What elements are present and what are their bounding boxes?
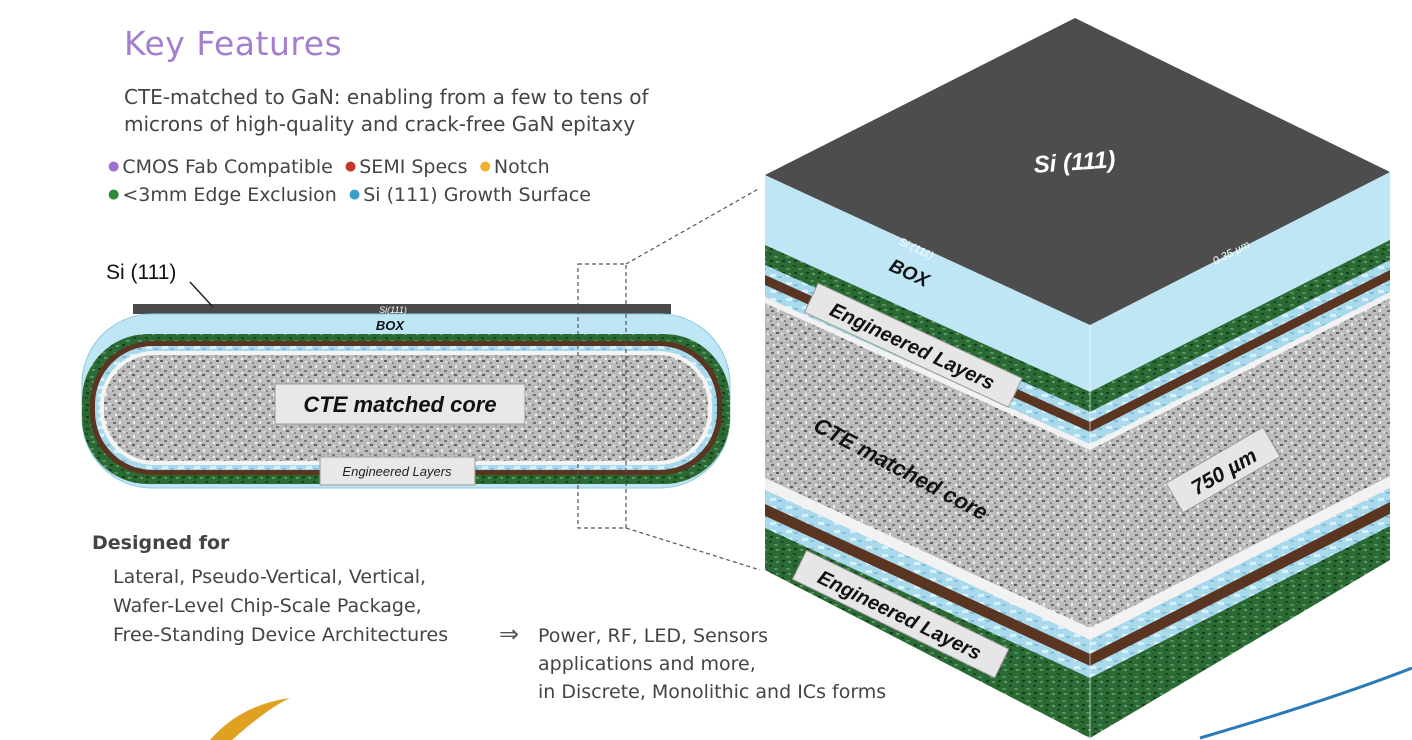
feature-bullet: ● [344, 159, 357, 174]
feature-bullet: ● [108, 159, 120, 174]
feature-bullet: ● [479, 159, 491, 174]
zoom-line-bottom [625, 527, 761, 571]
feature-item: Si (111) Growth Surface [363, 184, 591, 206]
si-small-label: Si(111) [379, 305, 407, 315]
feature-bullet: ● [348, 187, 361, 202]
si-top-label: Si (111) [106, 261, 176, 284]
cube-top-face [765, 18, 1390, 325]
designed-line-1: Lateral, Pseudo-Vertical, Vertical, [113, 566, 427, 588]
core-label-box [274, 383, 526, 425]
intro-line-2: microns of high-quality and crack-free G… [124, 112, 636, 136]
swoosh-decoration-right [1199, 666, 1412, 740]
features-row-1: ●CMOS Fab Compatible ●SEMI Specs ●Notch [108, 156, 550, 178]
designed-for-heading: Designed for [92, 532, 230, 554]
page-title: Key Features [124, 24, 343, 63]
box-label: BOX [376, 318, 406, 333]
si-layer [133, 304, 671, 314]
cube-eng-top-box [803, 282, 1023, 409]
cube-top-label: Si (111) [1033, 146, 1117, 179]
designed-line-2: Wafer-Level Chip-Scale Package, [113, 595, 422, 617]
implies-arrow-icon: ⇒ [499, 620, 520, 648]
applications-line-2: applications and more, [538, 653, 756, 675]
cube-eng-bottom-box [791, 549, 1010, 679]
intro-text: CTE-matched to GaN: enabling from a few … [124, 84, 649, 138]
applications-line-3: in Discrete, Monolithic and ICs forms [538, 681, 887, 703]
feature-item: SEMI Specs [359, 156, 468, 178]
si-pointer-line [189, 281, 214, 308]
features-row-2: ●<3mm Edge Exclusion ●Si (111) Growth Su… [108, 184, 591, 206]
cube-thickness-box [1165, 426, 1281, 514]
feature-item: <3mm Edge Exclusion [122, 184, 337, 206]
feature-item: CMOS Fab Compatible [122, 156, 333, 178]
eng-label: Engineered Layers [342, 464, 452, 479]
designed-line-3: Free-Standing Device Architectures [113, 624, 449, 646]
zoom-box [577, 263, 627, 529]
core-label: CTE matched core [303, 392, 496, 417]
applications-line-1: Power, RF, LED, Sensors [538, 625, 769, 647]
intro-line-1: CTE-matched to GaN: enabling from a few … [124, 85, 649, 109]
feature-bullet: ● [108, 187, 120, 202]
cube-diagram: Si (111) Si (111) 0.35 µm BOX Engineered… [765, 18, 1390, 738]
wafer-cross-section: CTE matched core Engineered Layers Si(11… [81, 187, 761, 571]
feature-item: Notch [493, 156, 550, 178]
zoom-line-top [625, 187, 761, 265]
swoosh-decoration-left [210, 698, 290, 740]
eng-label-box [319, 456, 476, 486]
